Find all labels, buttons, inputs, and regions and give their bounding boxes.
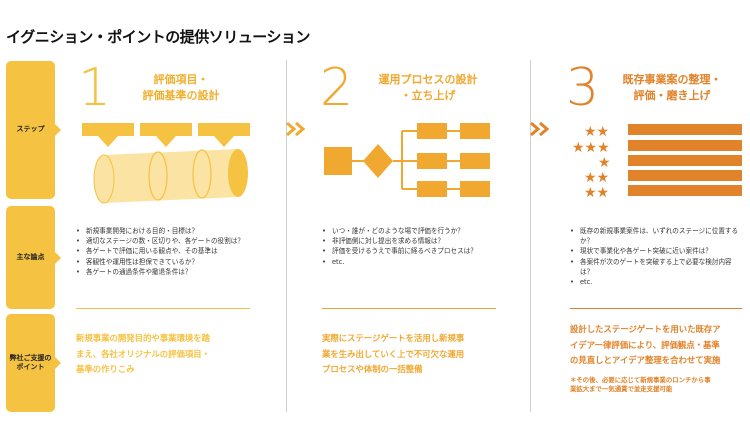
support-line: の見直しとアイデア整理を合わせて実施 [570,355,721,366]
step-heading-1: 評価項目・ 評価基準の設計 [116,72,246,104]
double-chevron-right-icon [530,121,550,137]
support-line: 設計したステージゲートを用いた既存ア [570,324,721,334]
step-heading-3-line1: 既存事業案の整理・ [622,73,722,86]
svg-text:★★★: ★★★ [572,140,610,156]
row-label-points: 主な論点 [6,206,61,309]
section-divider [76,308,250,309]
support-line: まえ、各社オリジナルの評価項目・ [76,348,210,359]
row-label-step: ステップ [6,61,61,199]
support-text-2: 実際にステージゲートを活用し新規事 業を生み出していく上で不可欠な運用 プロセス… [322,331,522,378]
row-label-support-line2: ポイント [16,363,45,371]
cylinder-funnel-icon [82,123,250,204]
svg-text:★: ★ [598,155,611,171]
support-line: 新規事業の開発目的や事業環境を踏 [76,333,210,343]
support-line: プロセスや体制の一括整備 [322,364,423,375]
page-title: イグニション・ポイントの提供ソリューション [6,28,310,46]
step-number-2: 2 [320,58,354,118]
list-item: 新規事業開発における目的・目標は？ [76,226,266,236]
row-label-notch [55,124,61,136]
support-line: 業を生み出していく上で不可欠な運用 [322,348,465,359]
column-divider [530,60,531,412]
step-heading-3: 既存事業案の整理・ 評価・磨き上げ [602,72,742,104]
support-text-3: 設計したステージゲートを用いた既存ア イデアー律評価により、評価観点・基準 の見… [570,322,748,369]
list-item: 既存の新規事業案件は、いずれのステージに位置するか？ [570,226,742,246]
support-line: 実際にステージゲートを活用し新規事 [322,333,465,343]
column-divider [286,60,287,412]
step-heading-2: 運用プロセスの設計 ・立ち上げ [358,72,498,104]
flowchart-icon [324,123,490,197]
row-label-notch [55,357,61,369]
footnote: ＊その後、必要に応じて新規事業のロンチから事 業拡大まで一気通貫で並走支援可能 [570,376,746,395]
list-item: 評価を受けるうえで事前に経るべきプロセスは？ [322,246,522,256]
list-item: 各案件が次のゲートを突破する上で必要な検討内容は？ [570,257,742,277]
list-item: 非評価側に対し提出を求める情報は？ [322,236,522,246]
list-item: 現状で事業化や各ゲート突破に近い案件は？ [570,246,742,256]
bullet-list-3: 既存の新規事業案件は、いずれのステージに位置するか？ 現状で事業化や各ゲート突破… [570,226,742,288]
svg-text:★★: ★★ [584,170,609,186]
step-number-3: 3 [566,58,600,118]
list-item: etc. [322,257,522,267]
step-heading-1-line2: 評価基準の設計 [142,88,220,102]
row-label-points-text: 主な論点 [16,252,45,261]
double-chevron-right-icon [286,121,306,137]
row-label-support: 弊社ご支援の ポイント [6,314,61,412]
star-rating-bars-icon: ★★ ★★★ ★ ★★ ★★ [572,124,742,200]
list-item: etc. [570,277,742,287]
row-label-support-line1: 弊社ご支援の [9,353,52,362]
list-item: 各ゲートの通過条件や撤退条件は？ [76,267,266,277]
support-line: 基準の作りこみ [76,364,135,375]
footnote-line: ＊その後、必要に応じて新規事業のロンチから事 [570,376,711,384]
section-divider [570,308,742,309]
step-heading-1-line1: 評価項目・ [153,73,209,86]
bullet-list-2: いつ・誰が・どのような場で評価を行うか？ 非評価側に対し提出を求める情報は？ 評… [322,226,522,267]
section-divider [322,308,496,309]
svg-text:★★: ★★ [584,124,609,140]
list-item: いつ・誰が・どのような場で評価を行うか？ [322,226,522,236]
step-heading-2-line1: 運用プロセスの設計 [378,73,478,86]
svg-text:★★: ★★ [584,185,609,200]
row-label-step-text: ステップ [16,125,45,134]
row-label-notch [55,251,61,264]
list-item: 各ゲートで評価に用いる観点や、その基準は [76,246,266,256]
support-line: イデアー律評価により、評価観点・基準 [570,339,720,350]
step-number-1: 1 [78,58,112,118]
footnote-line: 業拡大まで一気通貫で並走支援可能 [570,385,673,394]
list-item: 客観性や運用性は担保できているか？ [76,257,266,267]
bullet-list-1: 新規事業開発における目的・目標は？ 適切なステージの数・区切りや、各ゲートの役割… [76,226,266,277]
step-heading-3-line2: 評価・磨き上げ [633,88,711,102]
step-heading-2-line2: ・立ち上げ [400,88,456,102]
support-text-1: 新規事業の開発目的や事業環境を踏 まえ、各社オリジナルの評価項目・ 基準の作りこ… [76,331,266,378]
list-item: 適切なステージの数・区切りや、各ゲートの役割は？ [76,236,266,246]
